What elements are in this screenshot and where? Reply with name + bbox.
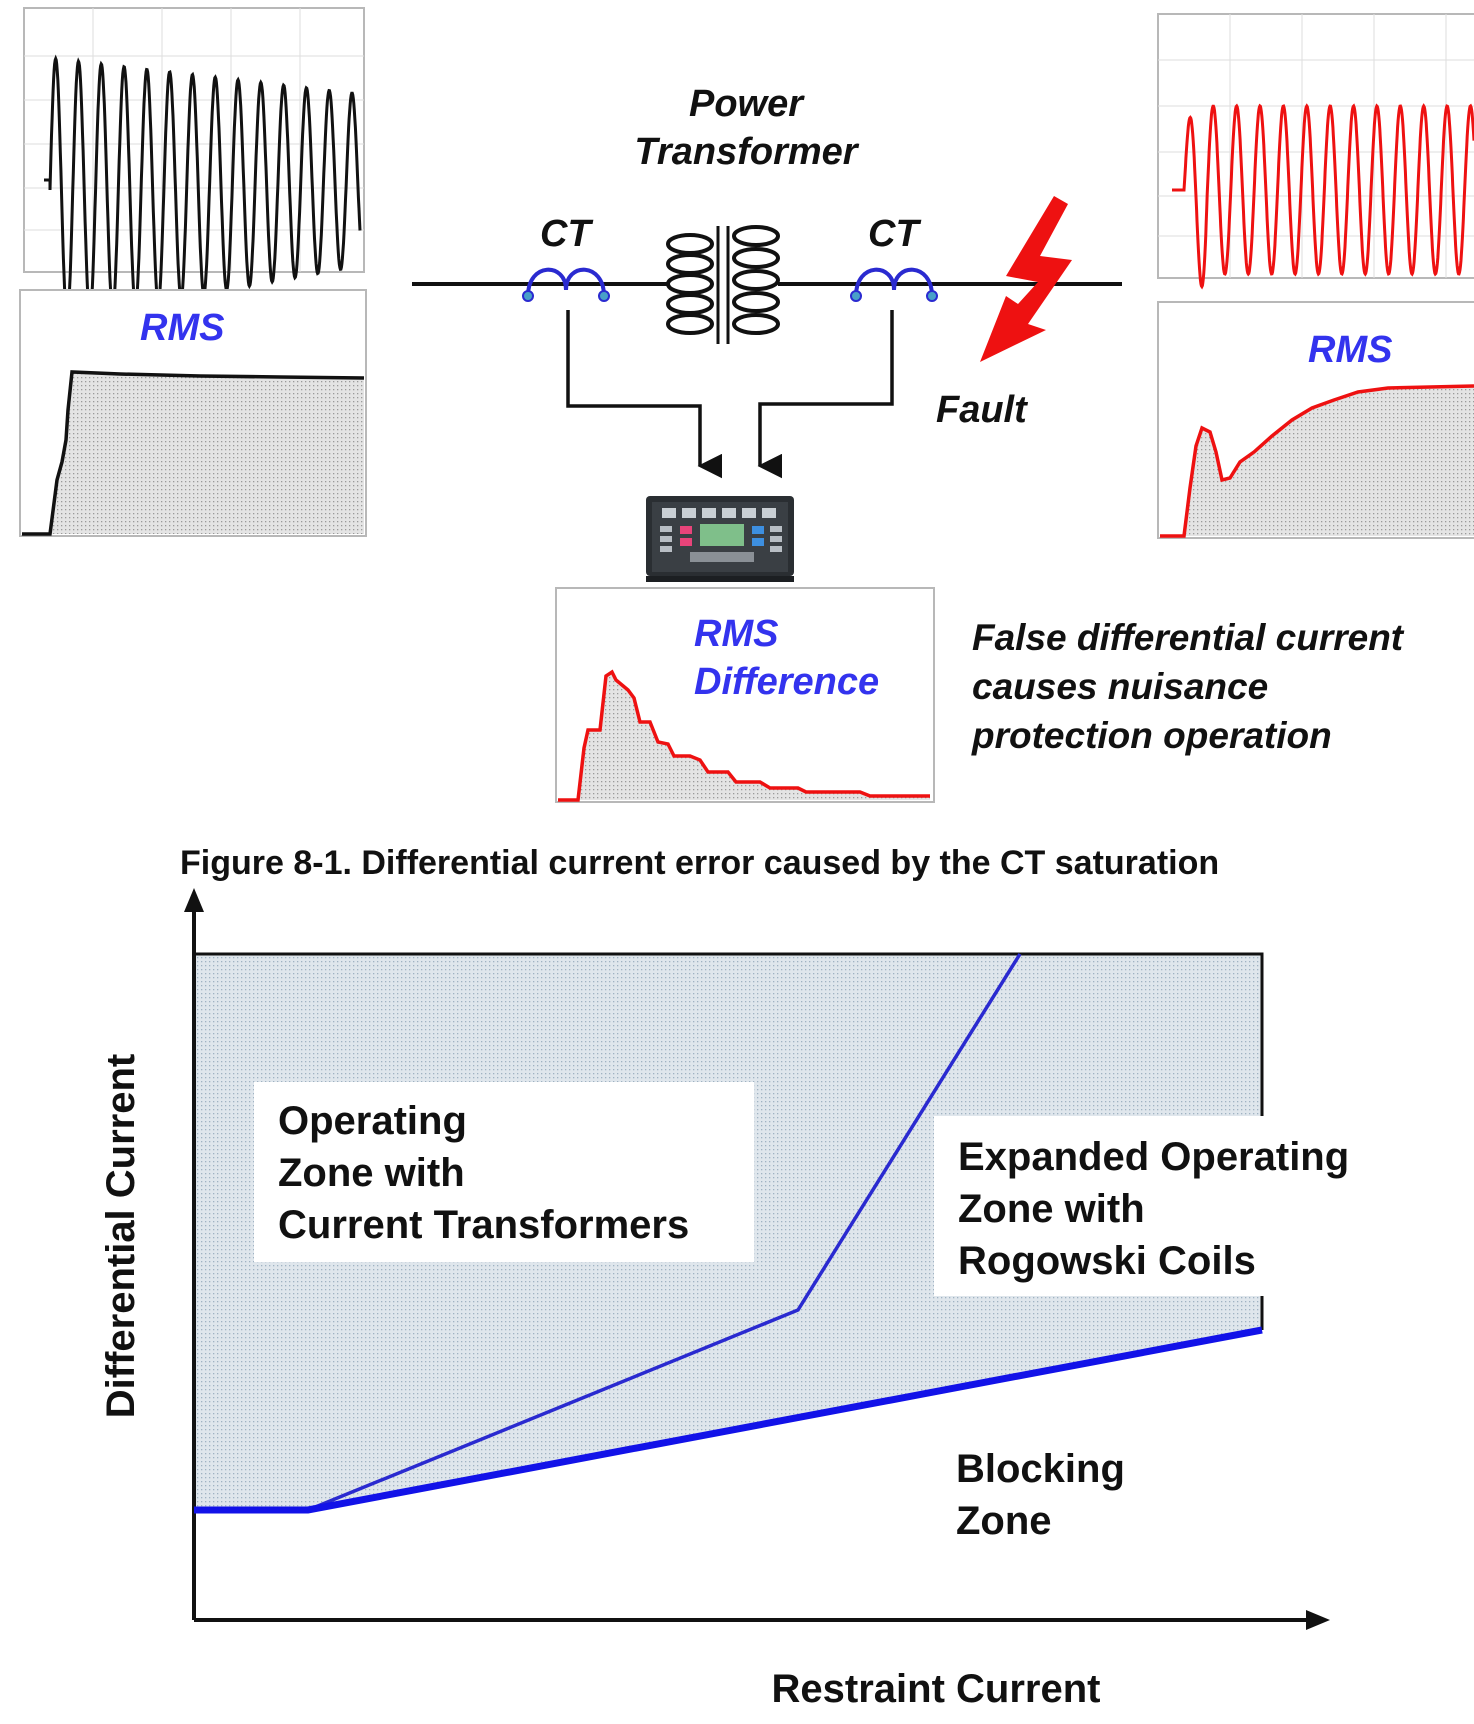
y-axis-arrowhead xyxy=(184,888,204,912)
blocking-zone-label-line2: Zone xyxy=(956,1499,1052,1543)
ct-left-terminal-a xyxy=(522,290,534,302)
rms-difference-trace xyxy=(558,669,930,802)
rms-difference-label-line1: RMS xyxy=(694,613,778,655)
figure-caption: Figure 8-1. Differential current error c… xyxy=(180,844,1219,882)
note-line-1: False differential current xyxy=(972,617,1405,658)
rms-difference-panel: RMS Difference xyxy=(555,587,935,803)
left-rms-label: RMS xyxy=(140,307,224,349)
left-rms-trace xyxy=(22,370,365,536)
ct-zone-label-line3: Current Transformers xyxy=(278,1203,689,1247)
protection-relay-icon xyxy=(646,496,794,582)
left-rms-fill xyxy=(22,372,364,534)
ct-left-label: CT xyxy=(540,213,593,255)
ct-zone-label-box xyxy=(254,1082,754,1262)
x-axis-arrowhead xyxy=(1306,1610,1330,1630)
false-differential-note: False differential current causes nuisan… xyxy=(971,617,1405,756)
rms-difference-label-line2: Difference xyxy=(694,661,879,703)
ct-right-label: CT xyxy=(868,213,921,255)
signal-wire-right xyxy=(757,310,894,479)
right-rms-fill xyxy=(1160,386,1474,536)
rms-difference-fill xyxy=(558,672,930,800)
right-waveform-panel xyxy=(1157,13,1474,290)
x-axis-label: Restraint Current xyxy=(772,1667,1101,1711)
fault-label: Fault xyxy=(936,389,1028,431)
left-rms-panel: RMS xyxy=(19,289,367,537)
ct-right-terminal-a xyxy=(850,290,862,302)
rogowski-zone-label-line3: Rogowski Coils xyxy=(958,1239,1256,1283)
rogowski-zone-label-box xyxy=(934,1116,1404,1296)
right-current-waveform xyxy=(1172,103,1474,290)
signal-wire-left xyxy=(566,310,723,479)
rogowski-zone-label-line1: Expanded Operating xyxy=(958,1135,1349,1179)
ct-right-coil-icon xyxy=(854,267,934,297)
differential-characteristic-diagram: Operating Zone with Current Transformers… xyxy=(99,888,1404,1711)
transformer-title-line1: Power xyxy=(689,83,805,125)
right-rms-label: RMS xyxy=(1308,329,1392,371)
rogowski-zone-label-line2: Zone with xyxy=(958,1187,1145,1231)
blocking-zone-label-line1: Blocking xyxy=(956,1447,1125,1491)
transformer-schematic: Power Transformer CT CT xyxy=(412,83,1122,479)
fault-lightning-icon xyxy=(980,196,1072,362)
right-rms-trace xyxy=(1160,384,1474,538)
transformer-title-line2: Transformer xyxy=(634,131,859,173)
ct-zone-label-line2: Zone with xyxy=(278,1151,465,1195)
ct-left-terminal-b xyxy=(598,290,610,302)
transformer-secondary-winding-icon xyxy=(732,225,780,335)
note-line-2: causes nuisance xyxy=(972,666,1268,707)
transformer-primary-winding-icon xyxy=(666,233,714,335)
rogowski-characteristic-line xyxy=(194,1326,1263,1514)
ct-zone-label-line1: Operating xyxy=(278,1099,467,1143)
note-line-3: protection operation xyxy=(971,715,1332,756)
left-waveform-panel xyxy=(23,7,365,323)
ct-left-coil-icon xyxy=(526,267,606,297)
right-rms-panel: RMS xyxy=(1157,301,1474,539)
y-axis-label: Differential Current xyxy=(99,1054,143,1419)
ct-right-terminal-b xyxy=(926,290,938,302)
